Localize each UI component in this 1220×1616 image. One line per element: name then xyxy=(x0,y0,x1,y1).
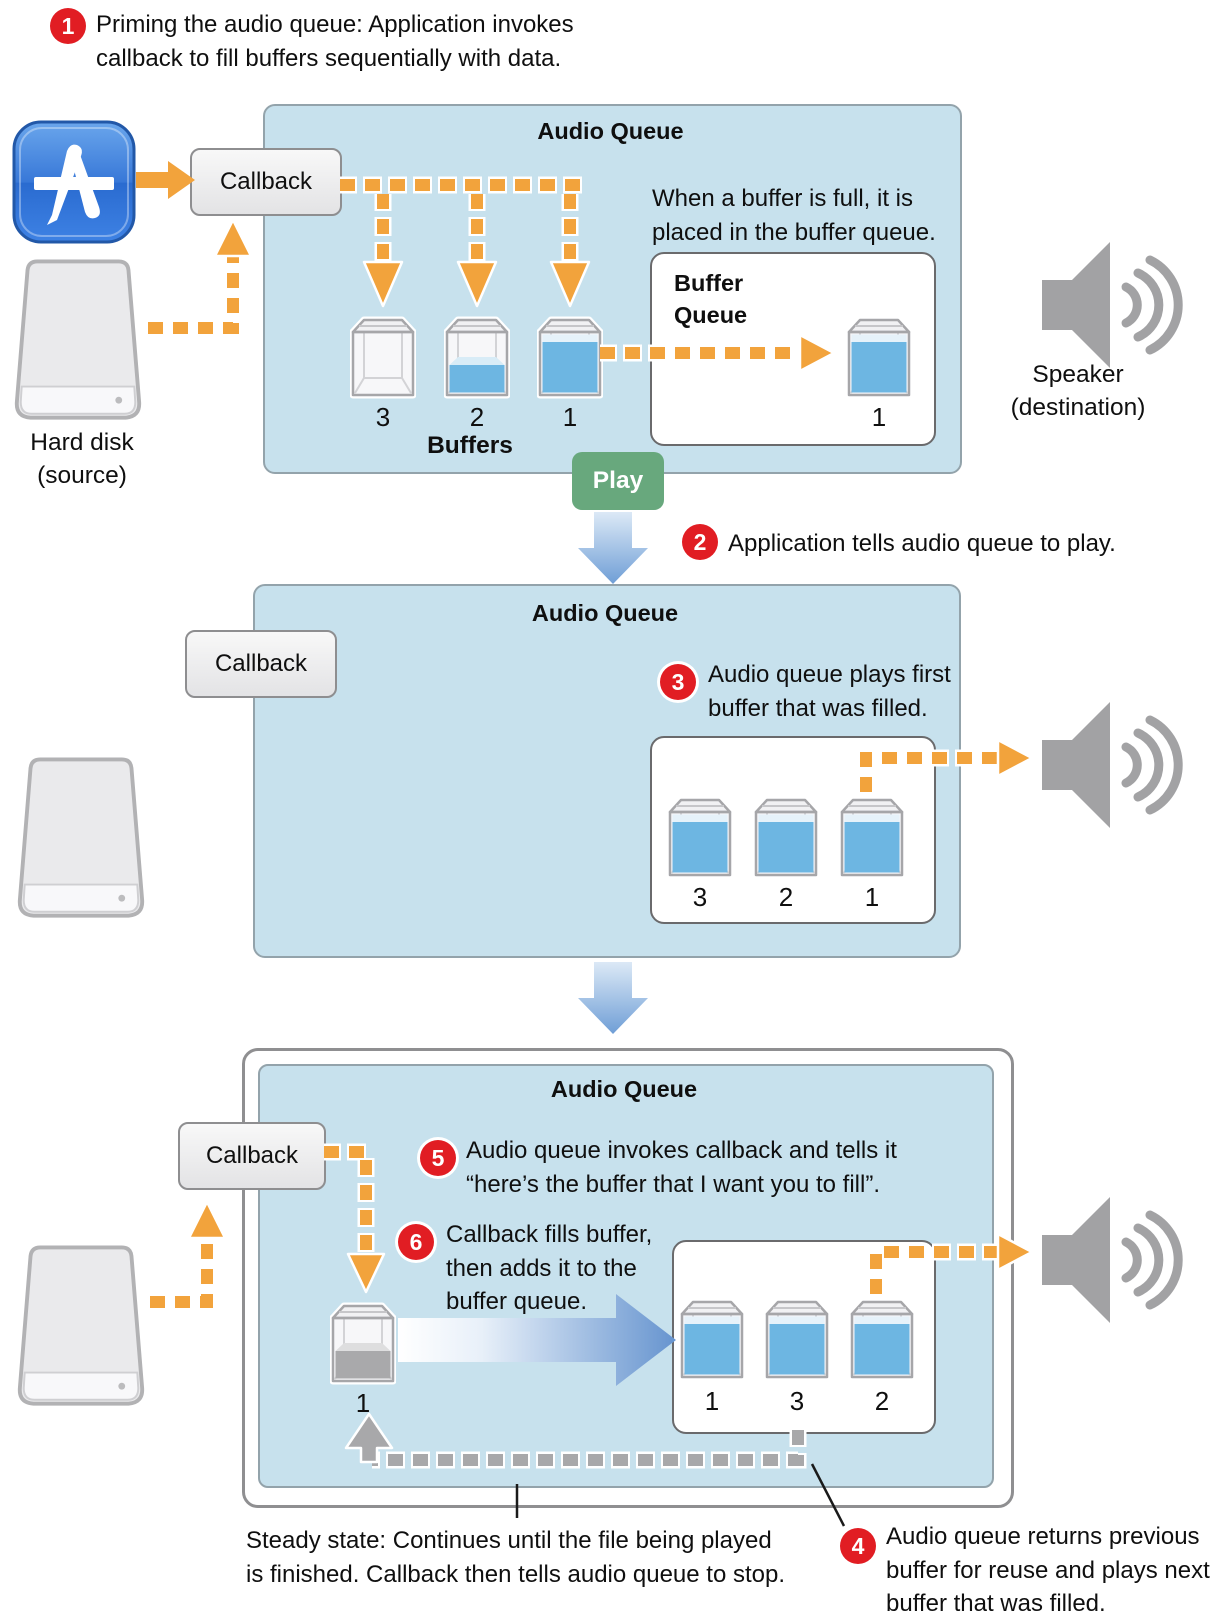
audio-queue-title-top: Audio Queue xyxy=(537,118,684,144)
hard-disk-icon xyxy=(12,258,144,427)
queued-buffer-1-bottom xyxy=(678,1298,746,1382)
step-3-badge: 3 xyxy=(660,664,696,700)
hard-disk-label: Hard disk (source) xyxy=(30,429,134,490)
buffer-full-note: When a buffer is full, it is placed in t… xyxy=(652,185,936,246)
audio-queue-title-bottom: Audio Queue xyxy=(550,1076,698,1102)
queued-buffer-3-middle-number: 3 xyxy=(692,882,708,912)
step-2-text: Application tells audio queue to play. xyxy=(728,530,1116,557)
speaker-label: Speaker (destination) xyxy=(1010,361,1146,422)
application-icon xyxy=(12,120,136,249)
step-2-badge: 2 xyxy=(682,524,718,560)
buffer-2 xyxy=(443,316,511,400)
steady-state-note: Steady state: Continues until the file b… xyxy=(246,1527,786,1588)
refill-buffer-1-number: 1 xyxy=(355,1388,371,1418)
speaker-icon-middle xyxy=(1040,700,1190,835)
queued-buffer-1-middle xyxy=(838,796,906,880)
queued-buffer-2-bottom-number: 2 xyxy=(874,1386,890,1416)
step-5-text: Audio queue invokes callback and tells i… xyxy=(466,1137,897,1198)
hard-disk-icon-bottom xyxy=(15,1244,147,1413)
disk-to-callback-bottom xyxy=(150,1200,227,1311)
buffer-3 xyxy=(349,316,417,400)
queued-buffer-1-number: 1 xyxy=(871,402,887,432)
queued-buffer-2-bottom xyxy=(848,1298,916,1382)
disk-to-callback-top xyxy=(148,218,253,337)
queued-buffer-2-middle-number: 2 xyxy=(778,882,794,912)
refill-buffer-1 xyxy=(329,1302,397,1386)
callback-box-top: Callback xyxy=(190,148,342,216)
queued-buffer-3-middle xyxy=(666,796,734,880)
step-1-badge: 1 xyxy=(50,8,86,44)
queued-buffer-1-bottom-number: 1 xyxy=(704,1386,720,1416)
callback-box-middle: Callback xyxy=(185,630,337,698)
buffer-2-number: 2 xyxy=(469,402,485,432)
down-arrow-1 xyxy=(578,512,648,584)
step-3-text: Audio queue plays first buffer that was … xyxy=(708,661,951,722)
down-arrow-2 xyxy=(578,962,648,1034)
step-6-badge: 6 xyxy=(398,1224,434,1260)
queued-buffer-1-middle-number: 1 xyxy=(864,882,880,912)
play-button: Play xyxy=(572,452,664,510)
queued-buffer-1 xyxy=(845,316,913,400)
queued-buffer-2-middle xyxy=(752,796,820,880)
buffer-1 xyxy=(536,316,604,400)
step-6-text: Callback fills buffer, then adds it to t… xyxy=(446,1221,653,1316)
speaker-icon-top xyxy=(1040,240,1190,375)
app-to-callback-arrow xyxy=(136,161,195,199)
audio-queue-title-middle: Audio Queue xyxy=(531,600,679,626)
callback-box-bottom: Callback xyxy=(178,1122,326,1190)
step-1-text: Priming the audio queue: Application inv… xyxy=(96,11,574,72)
buffers-caption: Buffers xyxy=(427,432,513,459)
queued-buffer-3-bottom-number: 3 xyxy=(789,1386,805,1416)
step-4-text: Audio queue returns previous buffer for … xyxy=(886,1523,1210,1616)
step-4-badge: 4 xyxy=(840,1528,876,1564)
queued-buffer-3-bottom xyxy=(763,1298,831,1382)
step-5-badge: 5 xyxy=(420,1140,456,1176)
buffer-queue-label: Buffer Queue xyxy=(674,270,748,328)
buffer-1-number: 1 xyxy=(562,402,578,432)
hard-disk-icon-middle xyxy=(15,756,147,925)
buffer-3-number: 3 xyxy=(375,402,391,432)
speaker-icon-bottom xyxy=(1040,1195,1190,1330)
